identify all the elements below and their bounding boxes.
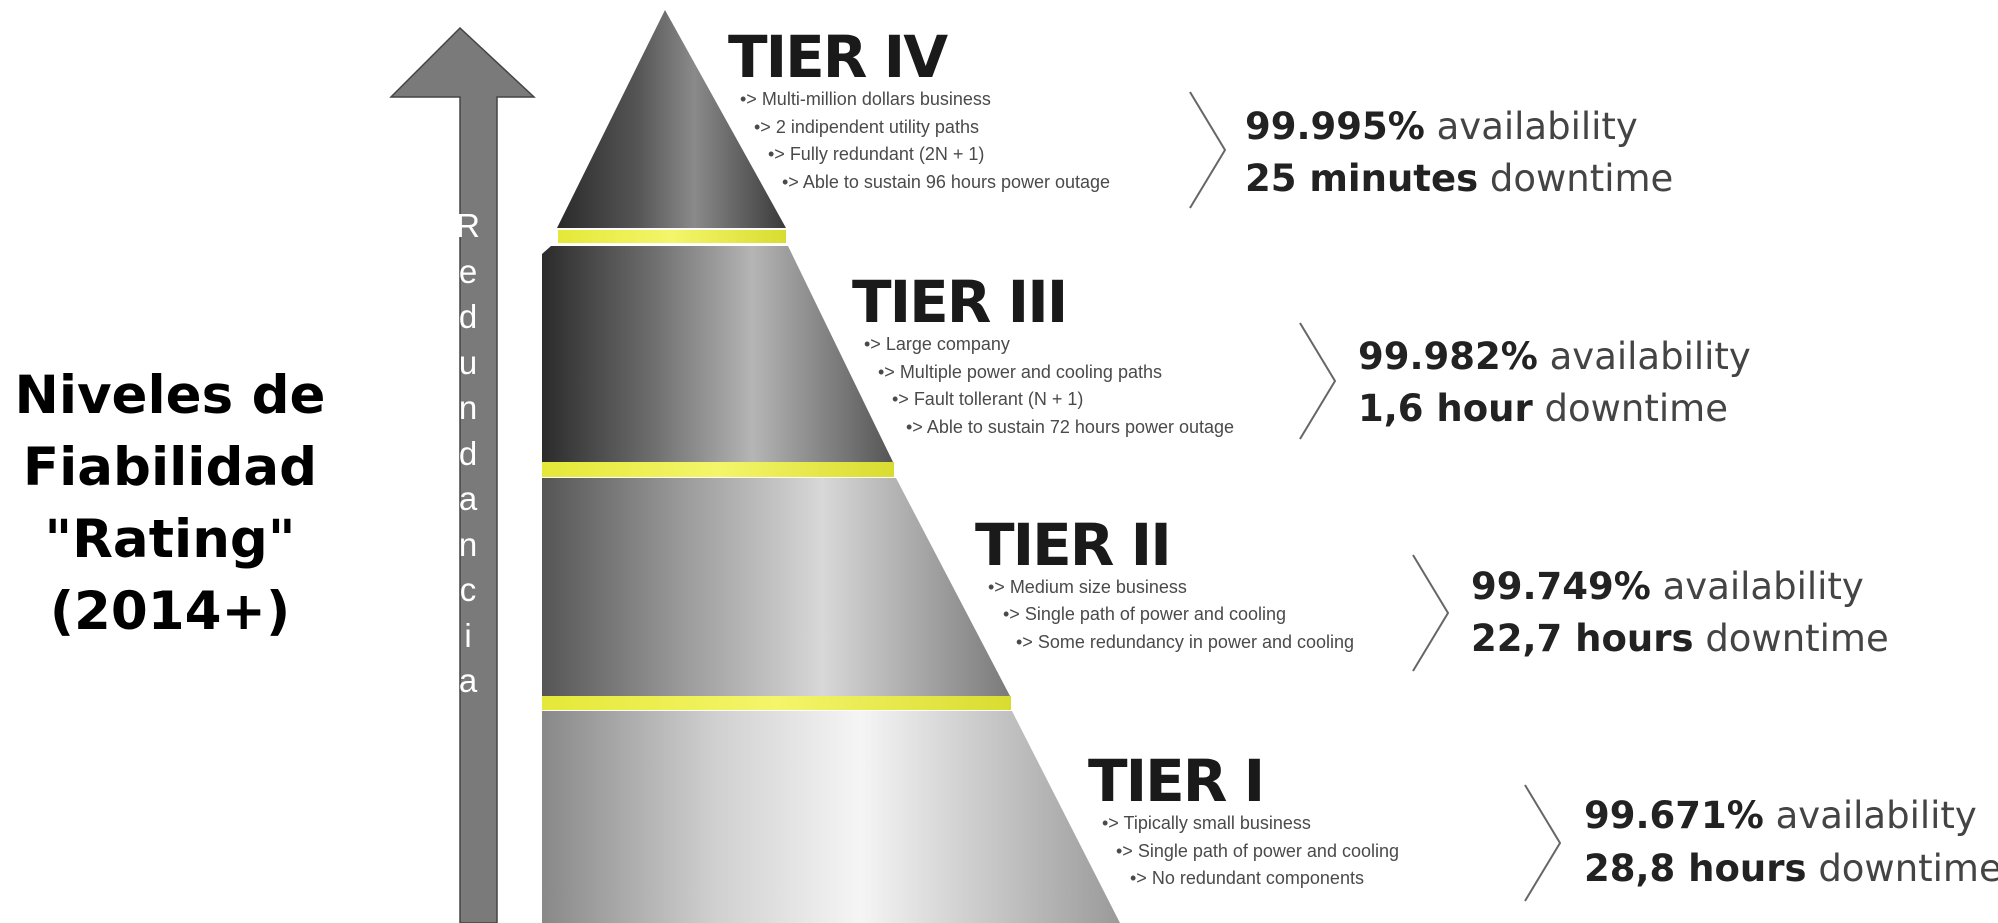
arrow-letter: n — [458, 525, 478, 563]
availability-value: 99.671% — [1584, 794, 1764, 837]
tier-ii-bullet: •> Medium size business — [988, 577, 1187, 597]
downtime-label: downtime — [1544, 387, 1728, 430]
tier-ii-downtime: 22,7 hours downtime — [1471, 620, 1889, 657]
downtime-label: downtime — [1705, 617, 1889, 660]
title-line: Niveles de — [14, 365, 326, 426]
availability-value: 99.995% — [1245, 105, 1425, 148]
tier-iii-bullet: •> Fault tollerant (N + 1) — [892, 389, 1084, 409]
arrow-letter: R — [456, 207, 480, 244]
tier-i-availability: 99.671% availability — [1584, 797, 1977, 834]
tier-iv-downtime: 25 minutes downtime — [1245, 160, 1673, 197]
cone-section-tier-iii — [542, 246, 893, 462]
tier-ii-bullet: •> Some redundancy in power and cooling — [1016, 632, 1355, 652]
redundancy-label: R e d u n d a n c i a — [438, 203, 498, 704]
band-tier-iii — [542, 462, 894, 477]
arrow-letter: n — [458, 389, 478, 426]
page-title: Niveles de Fiabilidad "Rating" (2014+) — [0, 360, 340, 648]
downtime-label: downtime — [1818, 847, 1998, 890]
cone-tip-tier-iv — [557, 10, 786, 228]
cone-section-tier-ii — [542, 478, 1010, 696]
chevron-tier-iv — [1189, 91, 1227, 209]
title-line: Fiabilidad — [22, 437, 318, 498]
tier-ii-bullet: •> Single path of power and cooling — [1003, 604, 1286, 624]
chevron-tier-ii — [1412, 554, 1450, 672]
tier-iii-availability: 99.982% availability — [1358, 338, 1751, 375]
cone-section-tier-i — [542, 711, 1120, 923]
availability-label: availability — [1775, 794, 1977, 837]
tier-i-downtime: 28,8 hours downtime — [1584, 850, 1998, 887]
tier-iv-bullet: •> Multi-million dollars business — [740, 89, 991, 109]
availability-value: 99.982% — [1358, 335, 1538, 378]
tier-i-bullet: •> Single path of power and cooling — [1116, 841, 1399, 861]
tier-iv-bullet: •> Able to sustain 96 hours power outage — [782, 172, 1111, 192]
availability-label: availability — [1436, 105, 1638, 148]
downtime-label: downtime — [1489, 157, 1674, 200]
arrow-letter: a — [458, 662, 478, 699]
arrow-letter: i — [464, 616, 472, 654]
downtime-value: 22,7 hours — [1471, 617, 1694, 660]
redundancy-arrow — [389, 26, 536, 923]
tier-iii-bullet: •> Large company — [864, 334, 1010, 354]
tier-i-bullet: •> No redundant components — [1130, 868, 1364, 888]
arrow-letter: d — [458, 298, 478, 335]
arrow-letter: u — [458, 343, 478, 381]
title-line: (2014+) — [49, 581, 291, 642]
downtime-value: 25 minutes — [1245, 157, 1479, 200]
tier-iii-bullet: •> Able to sustain 72 hours power outage — [906, 417, 1235, 437]
band-tier-ii — [542, 696, 1011, 710]
chevron-tier-iii — [1299, 322, 1337, 440]
tier-iv-title: TIER IV — [728, 23, 948, 91]
tier-iii-downtime: 1,6 hour downtime — [1358, 390, 1728, 427]
availability-label: availability — [1662, 565, 1864, 608]
availability-label: availability — [1549, 335, 1751, 378]
tier-iv-availability: 99.995% availability — [1245, 108, 1638, 145]
tier-ii-title: TIER II — [975, 511, 1172, 579]
chevron-tier-i — [1524, 784, 1562, 902]
tier-iv-bullet: •> 2 indipendent utility paths — [754, 117, 979, 137]
arrow-letter: d — [458, 434, 478, 472]
availability-value: 99.749% — [1471, 565, 1651, 608]
band-tier-iv — [558, 230, 786, 243]
arrow-letter: a — [458, 480, 478, 517]
arrow-letter: c — [459, 571, 477, 608]
tier-iii-bullet: •> Multiple power and cooling paths — [878, 362, 1162, 382]
tier-i-title: TIER I — [1088, 747, 1265, 815]
downtime-value: 1,6 hour — [1358, 387, 1533, 430]
tier-i-bullet: •> Tipically small business — [1102, 813, 1311, 833]
tier-iii-title: TIER III — [852, 268, 1068, 336]
tier-ii-availability: 99.749% availability — [1471, 568, 1864, 605]
title-line: "Rating" — [44, 509, 296, 570]
downtime-value: 28,8 hours — [1584, 847, 1807, 890]
tier-iv-bullet: •> Fully redundant (2N + 1) — [768, 144, 985, 164]
arrow-letter: e — [458, 252, 478, 290]
